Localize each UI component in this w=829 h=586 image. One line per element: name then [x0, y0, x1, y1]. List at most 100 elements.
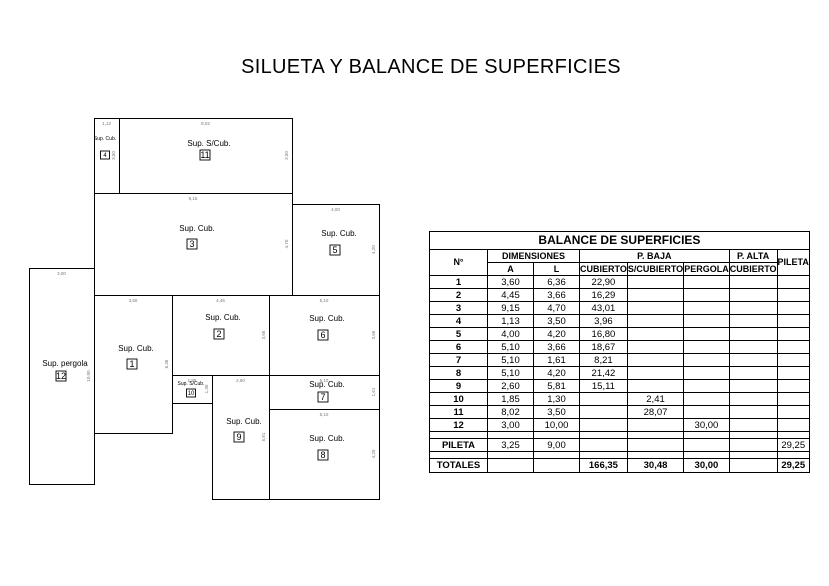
- cell-scub: [626, 418, 685, 432]
- cell-a: 8,02: [487, 405, 534, 419]
- room-number-box: [55, 370, 67, 382]
- room-number: 12: [56, 371, 66, 381]
- cell-pil: [776, 301, 810, 315]
- room-label: Sup. Cub.: [309, 314, 345, 323]
- cell-scub: [626, 327, 685, 341]
- room-8: Sup. Cub.85,104,20: [269, 409, 380, 500]
- cell-alta: [728, 418, 778, 432]
- room-length-dim: 6,36: [164, 359, 169, 368]
- cell-alta: [728, 366, 778, 380]
- room-number: 10: [188, 391, 195, 397]
- room-length-dim: 3,66: [371, 330, 376, 339]
- cell-perg: [683, 353, 730, 367]
- cell-scub: [626, 366, 685, 380]
- cell-a: 5,10: [487, 340, 534, 354]
- room-length-dim: 4,70: [284, 239, 289, 248]
- cell-pil: [776, 353, 810, 367]
- cell-alta: [728, 392, 778, 406]
- cell-n: 5: [429, 327, 488, 341]
- room-length-dim: 1,30: [204, 384, 209, 393]
- room-width-dim: 2,60: [236, 378, 245, 383]
- room-number-box: [317, 329, 329, 341]
- cell-l: 1,61: [533, 353, 580, 367]
- room-3: Sup. Cub.39,154,70: [94, 193, 293, 296]
- cell-pil: [776, 288, 810, 302]
- cell-n: 7: [429, 353, 488, 367]
- room-label: Sup. Cub.: [309, 380, 345, 389]
- room-number-box: [100, 150, 110, 160]
- cell-a: 2,60: [487, 379, 534, 393]
- room-width-dim: 4,00: [331, 207, 340, 212]
- cell-n: 2: [429, 288, 488, 302]
- cell-cub: [579, 418, 628, 432]
- cell-n: 10: [429, 392, 488, 406]
- header-semicubierto: S/CUBIERTO: [626, 262, 685, 276]
- cell-l: 3,50: [533, 314, 580, 328]
- cell-n: 6: [429, 340, 488, 354]
- empty-cell: [533, 431, 580, 439]
- cell-n: 3: [429, 301, 488, 315]
- cell-l: 9,00: [533, 438, 580, 452]
- cell-alta: [728, 379, 778, 393]
- room-outline: [172, 375, 213, 404]
- cell-pil: [776, 327, 810, 341]
- room-length-dim: 3,50: [111, 151, 116, 160]
- cell-l: 4,70: [533, 301, 580, 315]
- cell-n: 8: [429, 366, 488, 380]
- header-cubierto: CUBIERTO: [579, 262, 628, 276]
- cell-a: 9,15: [487, 301, 534, 315]
- room-number-box: [126, 358, 138, 370]
- room-number: 2: [216, 329, 221, 339]
- cell-a: 4,45: [487, 288, 534, 302]
- cell-perg: [683, 392, 730, 406]
- cell-alta: [728, 405, 778, 419]
- room-label: Sup. S/Cub.: [187, 139, 230, 148]
- cell-pil: [776, 392, 810, 406]
- room-width-dim: 8,02: [201, 121, 210, 126]
- cell-scub: [626, 314, 685, 328]
- cell-alta: [728, 301, 778, 315]
- cell-pil: 29,25: [776, 438, 810, 452]
- room-number-box: [186, 238, 198, 250]
- cell-a: 5,10: [487, 353, 534, 367]
- room-label: Sup. Cub.: [179, 224, 215, 233]
- empty-cell: [776, 431, 810, 439]
- cell-alta: [728, 314, 778, 328]
- room-10: Sup. S/Cub. 10 1,85 1,30: [172, 375, 213, 404]
- room-width-dim: 1,85: [188, 378, 197, 383]
- room-width-dim: 1,13: [102, 121, 111, 126]
- room-5: Sup. Cub.54,004,20: [292, 204, 380, 296]
- room-number-box: [233, 431, 245, 443]
- cell-n: 4: [429, 314, 488, 328]
- cell-pil: [776, 405, 810, 419]
- room-length-dim: 10,00: [86, 370, 91, 382]
- cell-cub: 22,90: [579, 275, 628, 289]
- cell-perg: [683, 405, 730, 419]
- room-label: Sup. Cub.: [226, 417, 262, 426]
- cell-l: 10,00: [533, 418, 580, 432]
- cell-l: 4,20: [533, 366, 580, 380]
- cell-perg: [683, 366, 730, 380]
- cell-scub: 28,07: [626, 405, 685, 419]
- empty-cell: [683, 451, 730, 459]
- room-length-dim: 4,20: [371, 449, 376, 458]
- empty-cell: [728, 431, 778, 439]
- room-number: 3: [189, 239, 194, 249]
- room-label: Sup. S/Cub.: [178, 381, 205, 387]
- cell-alta: [728, 288, 778, 302]
- cell-scub: 30,48: [626, 458, 685, 473]
- empty-cell: [533, 451, 580, 459]
- cell-a: 5,10: [487, 366, 534, 380]
- cell-perg: [683, 438, 730, 452]
- header-dimensiones: DIMENSIONES: [487, 249, 580, 263]
- empty-cell: [579, 451, 628, 459]
- room-number: 7: [320, 392, 325, 402]
- cell-pil: 29,25: [776, 458, 810, 473]
- room-number-box: [317, 449, 329, 461]
